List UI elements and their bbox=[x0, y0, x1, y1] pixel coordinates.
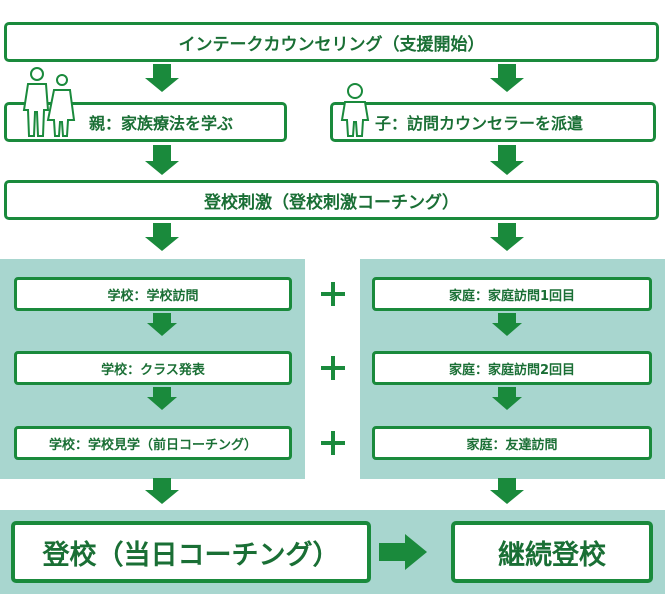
home-step-label: 家庭：家庭訪問1回目 bbox=[448, 288, 576, 304]
school-step-label: 学校：学校訪問 bbox=[107, 288, 199, 304]
school-step-box: 学校：クラス発表 bbox=[14, 351, 292, 385]
plus-icon bbox=[321, 282, 345, 306]
plus-icon bbox=[321, 356, 345, 380]
home-step-box: 家庭：友達訪問 bbox=[372, 426, 652, 460]
home-step-box: 家庭：家庭訪問2回目 bbox=[372, 351, 652, 385]
attend-day-label: 登校（当日コーチング） bbox=[42, 539, 340, 571]
intake-box: インテークカウンセリング（支援開始） bbox=[4, 22, 659, 62]
home-step-box: 家庭：家庭訪問1回目 bbox=[372, 277, 652, 311]
continue-box: 継続登校 bbox=[451, 521, 653, 583]
plus-icon bbox=[321, 431, 345, 455]
parent-step-box: 親：家族療法を学ぶ bbox=[4, 102, 287, 142]
continue-label: 継続登校 bbox=[498, 539, 606, 571]
parent-step-label: 親：家族療法を学ぶ bbox=[89, 114, 234, 133]
child-step-box: 子：訪問カウンセラーを派遣 bbox=[330, 102, 656, 142]
school-step-label: 学校：クラス発表 bbox=[101, 362, 205, 378]
school-step-label: 学校：学校見学（前日コーチング） bbox=[48, 437, 257, 453]
child-icon bbox=[340, 83, 370, 137]
attend-day-box: 登校（当日コーチング） bbox=[11, 521, 371, 583]
stimulus-box: 登校刺激（登校刺激コーチング） bbox=[4, 180, 659, 220]
child-step-label: 子：訪問カウンセラーを派遣 bbox=[375, 114, 584, 133]
school-step-box: 学校：学校訪問 bbox=[14, 277, 292, 311]
home-step-label: 家庭：家庭訪問2回目 bbox=[448, 362, 576, 378]
school-step-box: 学校：学校見学（前日コーチング） bbox=[14, 426, 292, 460]
home-step-label: 家庭：友達訪問 bbox=[466, 437, 558, 453]
intake-label: インテークカウンセリング（支援開始） bbox=[178, 34, 485, 55]
stimulus-label: 登校刺激（登校刺激コーチング） bbox=[204, 192, 459, 213]
parents-icon bbox=[22, 67, 76, 137]
